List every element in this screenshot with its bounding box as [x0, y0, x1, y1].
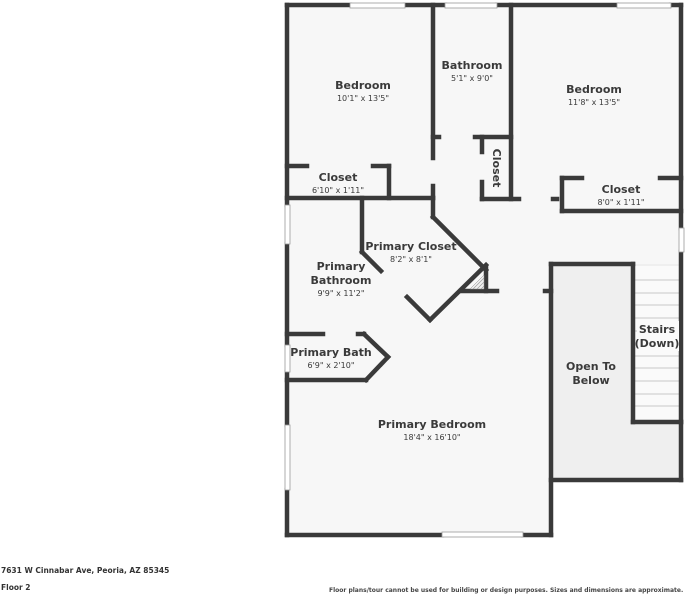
svg-text:Primary: Primary — [317, 260, 366, 273]
window — [284, 344, 291, 373]
room-stairs: Stairs (Down) — [635, 321, 680, 351]
svg-text:Closet: Closet — [490, 149, 503, 188]
svg-text:Primary Closet: Primary Closet — [365, 240, 456, 253]
address-label: 7631 W Cinnabar Ave, Peoria, AZ 85345 — [1, 566, 170, 575]
room-labels: Bedroom 10'1" x 13'5" Bathroom 5'1" x 9'… — [290, 59, 679, 442]
svg-text:8'2" x 8'1": 8'2" x 8'1" — [390, 255, 432, 264]
room-bedroom-left: Bedroom 10'1" x 13'5" — [335, 79, 391, 103]
window — [284, 424, 291, 491]
room-closet-left: Closet 6'10" x 1'11" — [312, 171, 364, 195]
floor-label: Floor 2 — [1, 583, 31, 592]
svg-text:11'8" x 13'5": 11'8" x 13'5" — [568, 98, 620, 107]
svg-text:Closet: Closet — [602, 183, 641, 196]
room-closet-hall: Closet — [490, 149, 503, 188]
svg-text:Bedroom: Bedroom — [566, 83, 622, 96]
svg-text:9'9" x 11'2": 9'9" x 11'2" — [317, 289, 364, 298]
window — [441, 531, 524, 538]
svg-text:10'1" x 13'5": 10'1" x 13'5" — [337, 94, 389, 103]
svg-text:Open To: Open To — [566, 360, 616, 373]
windows — [284, 2, 685, 538]
svg-text:6'9" x 2'10": 6'9" x 2'10" — [307, 361, 354, 370]
disclaimer-text: Floor plans/tour cannot be used for buil… — [329, 587, 684, 594]
svg-text:5'1" x 9'0": 5'1" x 9'0" — [451, 74, 493, 83]
hatched-shaft — [469, 274, 485, 290]
window — [678, 227, 685, 253]
svg-text:Bathroom: Bathroom — [311, 274, 372, 287]
room-primary-bedroom: Primary Bedroom 18'4" x 16'10" — [378, 418, 486, 442]
svg-text:Primary Bath: Primary Bath — [290, 346, 371, 359]
room-primary-bath: Primary Bath 6'9" x 2'10" — [290, 346, 371, 370]
svg-text:(Down): (Down) — [635, 337, 680, 350]
window — [284, 204, 291, 245]
room-primary-bathroom: Primary Bathroom 9'9" x 11'2" — [311, 260, 372, 298]
svg-text:Bedroom: Bedroom — [335, 79, 391, 92]
room-bathroom: Bathroom 5'1" x 9'0" — [442, 59, 503, 83]
svg-text:18'4" x 16'10": 18'4" x 16'10" — [403, 433, 460, 442]
svg-text:8'0" x 1'11": 8'0" x 1'11" — [597, 198, 644, 207]
svg-text:6'10" x 1'11": 6'10" x 1'11" — [312, 186, 364, 195]
svg-text:Stairs: Stairs — [639, 323, 676, 336]
window — [616, 2, 672, 9]
svg-text:Bathroom: Bathroom — [442, 59, 503, 72]
svg-text:Below: Below — [572, 374, 609, 387]
room-open-to-below: Open To Below — [566, 360, 616, 387]
window — [349, 2, 406, 9]
room-closet-right: Closet 8'0" x 1'11" — [597, 183, 644, 207]
svg-text:Primary Bedroom: Primary Bedroom — [378, 418, 486, 431]
window — [444, 2, 498, 9]
room-primary-closet: Primary Closet 8'2" x 8'1" — [365, 240, 456, 264]
svg-text:Closet: Closet — [319, 171, 358, 184]
room-bedroom-right: Bedroom 11'8" x 13'5" — [566, 83, 622, 107]
walls — [284, 2, 684, 538]
